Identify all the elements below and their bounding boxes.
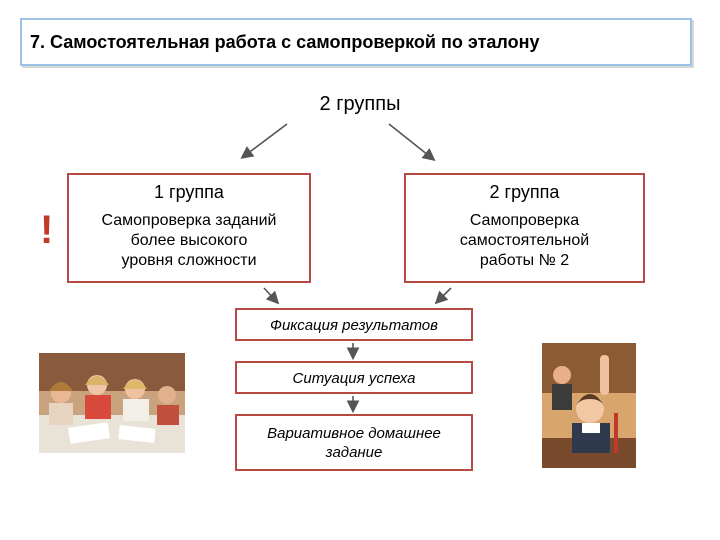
step-fixation: Фиксация результатов — [235, 308, 473, 341]
arrow-to-group1 — [240, 123, 288, 159]
group1-line: уровня сложности — [121, 252, 257, 269]
group2-box: 2 группа Самопроверка самостоятельной ра… — [404, 173, 645, 283]
groups-label: 2 группы — [319, 93, 401, 115]
classroom-photo-right — [542, 343, 636, 468]
arrow-group1-to-fixation — [263, 287, 280, 305]
group1-line: Самопроверка заданий — [101, 212, 277, 229]
exclamation-mark: ! — [40, 208, 54, 252]
arrow-group2-to-fixation — [434, 287, 452, 305]
step-homework: Вариативное домашнее задание — [235, 414, 473, 471]
group2-line: Самопроверка — [469, 212, 580, 229]
classroom-photo-left-graphic — [39, 353, 185, 453]
group2-line: работы № 2 — [479, 252, 570, 269]
title-box: 7. Самостоятельная работа с самопроверко… — [20, 18, 692, 66]
group1-box: 1 группа Самопроверка заданий более высо… — [67, 173, 311, 283]
group2-description: Самопроверка самостоятельной работы № 2 — [406, 211, 643, 271]
step-success: Ситуация успеха — [235, 361, 473, 394]
arrow-to-group2 — [388, 123, 436, 161]
group2-line: самостоятельной — [459, 232, 590, 249]
slide-title: 7. Самостоятельная работа с самопроверко… — [30, 32, 540, 52]
classroom-photo-right-graphic — [542, 343, 636, 468]
group2-heading: 2 группа — [489, 182, 560, 202]
group1-heading: 1 группа — [154, 182, 224, 202]
group1-description: Самопроверка заданий более высокого уров… — [69, 211, 309, 271]
step-homework-line: задание — [325, 444, 383, 461]
step-homework-line: Вариативное домашнее — [267, 425, 441, 442]
group1-line: более высокого — [130, 232, 248, 249]
classroom-photo-left — [39, 353, 185, 453]
